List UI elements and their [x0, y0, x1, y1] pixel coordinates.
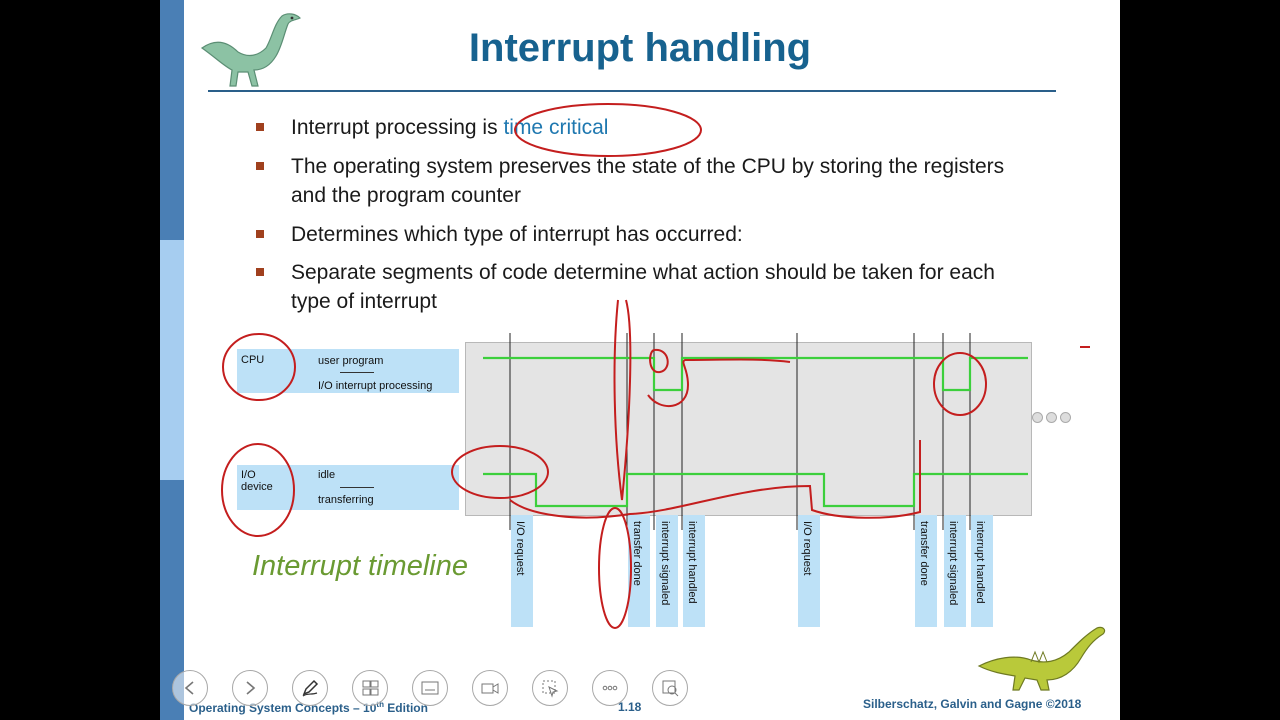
io-state-bottom: transferring: [318, 494, 374, 506]
event-label-io-request-2: I/O request: [798, 515, 820, 627]
bullet-marker: [256, 123, 264, 131]
pointer-icon: [542, 680, 559, 698]
slide-title: Interrupt handling: [468, 26, 812, 70]
bullet-3-text: Determines which type of interrupt has o…: [291, 223, 743, 246]
slide: Interrupt handling Interrupt processing …: [160, 0, 1120, 720]
cpu-state-top: user program: [318, 355, 384, 367]
bullet-2-text: The operating system preserves the state…: [291, 155, 1005, 207]
cpu-state-bottom: I/O interrupt processing: [318, 380, 433, 392]
bullet-marker: [256, 268, 264, 276]
dinosaur-logo-icon: [200, 13, 302, 87]
timeline-lines: [221, 103, 1090, 629]
timeline-area: [465, 342, 1032, 516]
event-label-transfer-done-1: transfer done: [628, 515, 650, 627]
pen-tool-button[interactable]: [292, 670, 328, 706]
dinosaur-footer-icon: [977, 626, 1106, 691]
previous-icon: [184, 681, 194, 695]
title-rule: [208, 90, 1056, 92]
see-all-slides-button[interactable]: [352, 670, 388, 706]
more-options-button[interactable]: [592, 670, 628, 706]
camera-button[interactable]: [472, 670, 508, 706]
bullet-marker: [256, 162, 264, 170]
event-label-interrupt-signaled-2: interrupt signaled: [944, 515, 966, 627]
pen-annotations: [221, 103, 1090, 629]
io-label: I/O device: [241, 469, 273, 493]
event-label-transfer-done-2: transfer done: [915, 515, 937, 627]
event-label-interrupt-handled-2: interrupt handled: [971, 515, 993, 627]
footer-page-number: 1.18: [618, 700, 642, 714]
subtitles-button[interactable]: [412, 670, 448, 706]
event-label-interrupt-handled-1: interrupt handled: [683, 515, 705, 627]
next-icon: [246, 681, 256, 695]
subtitles-icon: [421, 681, 439, 695]
laser-pointer-button[interactable]: [532, 670, 568, 706]
bullet-4-text: Separate segments of code determine what…: [291, 261, 995, 313]
cpu-label-box: [237, 349, 291, 393]
next-slide-button[interactable]: [232, 670, 268, 706]
camera-icon: [481, 683, 499, 694]
cpu-label: CPU: [241, 354, 265, 366]
event-label-interrupt-signaled-1: interrupt signaled: [656, 515, 678, 627]
io-state-box: [291, 465, 459, 510]
io-label-box: [237, 465, 291, 510]
zoom-button[interactable]: [652, 670, 688, 706]
bullet-marker: [256, 230, 264, 238]
slides-icon: [362, 680, 379, 696]
cpu-state-box: [291, 349, 459, 393]
more-icon: [602, 685, 618, 691]
more-dots-icon: [1032, 410, 1074, 428]
zoom-icon: [662, 680, 679, 697]
footer-authors: Silberschatz, Galvin and Gagne ©2018: [863, 697, 1082, 711]
bullet-1-highlight: time critical: [503, 116, 609, 139]
bullet-1-text: Interrupt processing is: [291, 116, 504, 139]
left-accent-bar: [160, 0, 184, 720]
timeline-caption: Interrupt timeline: [252, 550, 468, 582]
footer-course: Operating System Concepts – 10th Edition: [189, 700, 428, 715]
pen-icon: [302, 679, 319, 697]
previous-slide-button[interactable]: [172, 670, 208, 706]
io-state-top: idle: [318, 469, 336, 481]
event-label-io-request-1: I/O request: [511, 515, 533, 627]
